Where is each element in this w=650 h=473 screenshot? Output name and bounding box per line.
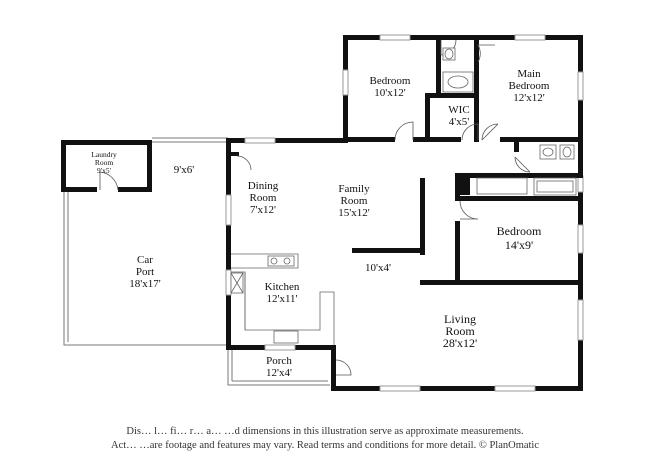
windows [225, 34, 584, 392]
living-dims: 28'x12' [443, 336, 477, 350]
hall-dims: 10'x4' [365, 262, 391, 274]
doors [236, 39, 531, 376]
main-bedroom-name-1: Main [517, 68, 541, 80]
dining-dims: 7'x12' [250, 204, 276, 216]
porch-name: Porch [266, 355, 292, 367]
dining-name-1: Dining [248, 180, 279, 192]
main-bedroom-name-2: Bedroom [509, 80, 550, 92]
main-bedroom-dims: 12'x12' [513, 92, 544, 104]
bedroom-top-name: Bedroom [370, 75, 411, 87]
disclaimer-line-2: Act… …are footage and features may vary.… [110, 440, 540, 451]
wic-dims: 4'x5' [449, 116, 469, 128]
porch-outline [227, 345, 330, 386]
carport-dims: 18'x17' [129, 278, 160, 290]
family-name-2: Room [341, 195, 368, 207]
porch-dims: 12'x4' [266, 367, 292, 379]
bedroom-top-dims: 10'x12' [374, 87, 405, 99]
carport-name-2: Port [136, 266, 154, 278]
corridor-dims: 9'x6' [174, 164, 194, 176]
room-labels: Bedroom 10'x12' Main Bedroom 12'x12' WIC… [91, 68, 550, 379]
interior-walls [231, 35, 583, 285]
disclaimer-line-1: Dis… l… fi… r… a… …d dimensions in this … [126, 426, 524, 437]
living-name-2: Room [445, 324, 475, 338]
carport-outline [63, 137, 228, 346]
kitchen-name: Kitchen [265, 281, 300, 293]
laundry-walls [61, 140, 152, 192]
bedroom-right-name: Bedroom [497, 224, 542, 238]
kitchen-dims: 12'x11' [266, 293, 297, 305]
fixtures [230, 47, 577, 345]
laundry-dims: 9'x5' [97, 166, 112, 175]
laundry-name-1: Laundry [91, 150, 117, 159]
living-name-1: Living [444, 312, 476, 326]
laundry-name-2: Room [95, 158, 114, 167]
family-name-1: Family [338, 183, 370, 195]
wic-name: WIC [448, 104, 469, 116]
family-dims: 15'x12' [338, 207, 369, 219]
dining-name-2: Room [250, 192, 277, 204]
carport-name-1: Car [137, 254, 153, 266]
bedroom-right-dims: 14'x9' [505, 238, 533, 252]
